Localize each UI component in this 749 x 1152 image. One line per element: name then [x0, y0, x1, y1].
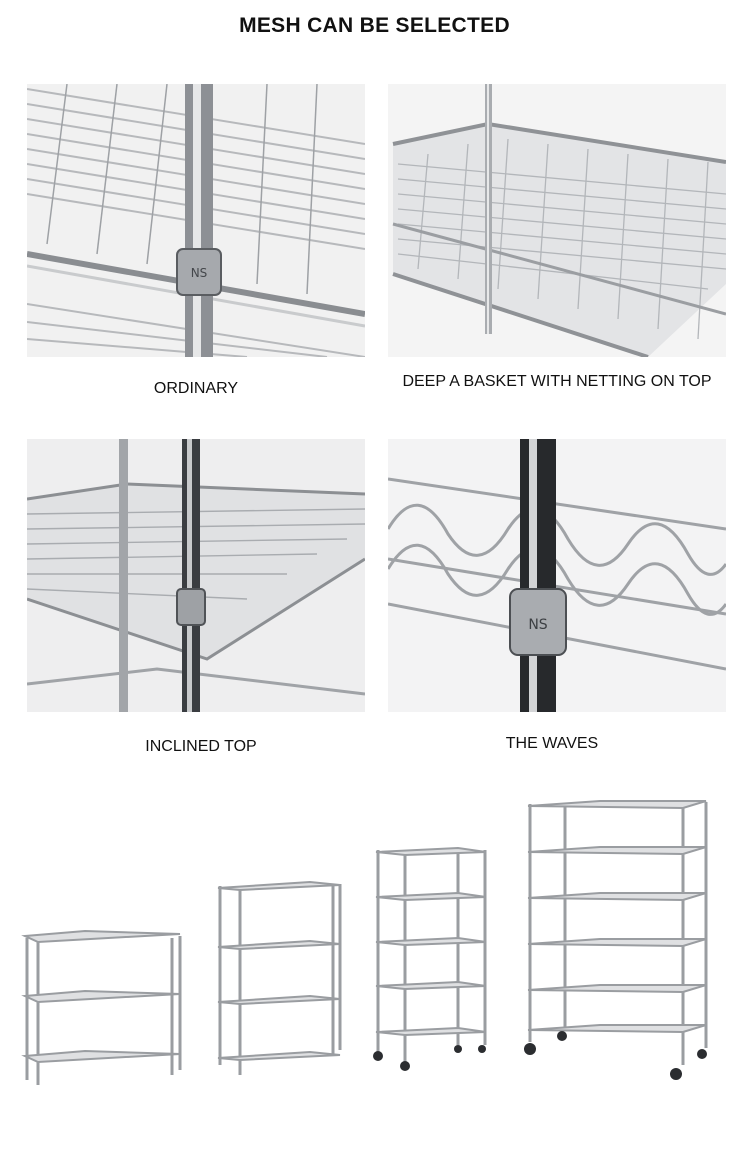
wave-shelf-image: NS — [388, 439, 726, 712]
six-tier-rack-with-wheels — [527, 800, 708, 1065]
five-tier-rack-casters — [373, 1045, 486, 1071]
rack-lineup — [0, 790, 749, 1090]
inclined-top-shelf-image — [27, 439, 365, 712]
wave-wine-shelf-illustration: NS — [388, 439, 726, 712]
wave-label: THE WAVES — [505, 735, 599, 752]
three-tier-rack — [21, 929, 182, 1085]
rack-lineup-illustration — [21, 800, 708, 1085]
six-tier-rack-casters — [524, 1031, 707, 1080]
inclined-top-label: INCLINED TOP — [145, 738, 257, 755]
svg-text:NS: NS — [191, 266, 208, 280]
inclined-top-illustration — [27, 439, 365, 712]
five-tier-rack-with-wheels — [375, 846, 487, 1062]
deep-basket-shelf-image — [388, 84, 726, 357]
deep-basket-illustration — [388, 84, 726, 357]
page-title: MESH CAN BE SELECTED — [239, 14, 510, 37]
deep-basket-label: DEEP A BASKET WITH NETTING ON TOP — [402, 373, 712, 390]
ordinary-shelf-image: NS — [27, 84, 365, 357]
ordinary-shelf-illustration: NS — [27, 84, 365, 357]
svg-text:NS: NS — [528, 617, 547, 633]
ordinary-label: ORDINARY — [153, 380, 239, 397]
four-tier-rack — [217, 880, 342, 1075]
